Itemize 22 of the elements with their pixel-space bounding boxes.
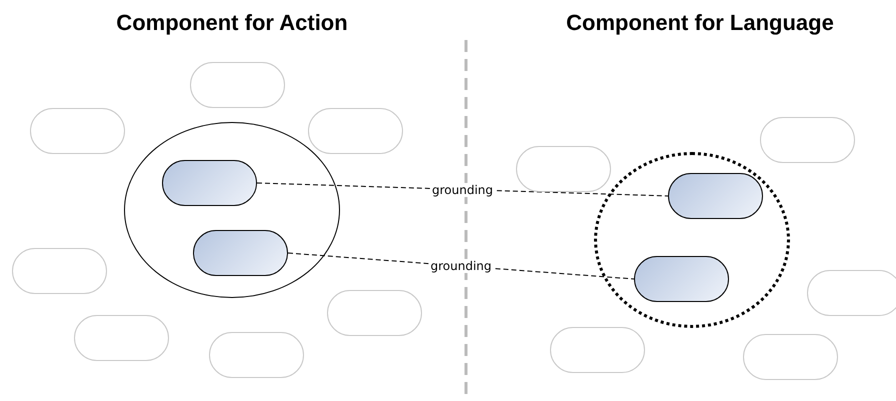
heading: Component for Action — [116, 10, 348, 36]
highlighted-node — [668, 173, 763, 219]
empty-node — [190, 62, 285, 108]
grouping-ellipse — [124, 122, 340, 298]
highlighted-node — [634, 256, 729, 302]
empty-node — [30, 108, 125, 154]
highlighted-node — [193, 230, 288, 276]
empty-node — [550, 327, 645, 373]
empty-node — [308, 108, 403, 154]
edge-label: grounding — [428, 259, 494, 273]
edge-label: grounding — [430, 182, 495, 196]
empty-node — [807, 270, 896, 316]
empty-node — [760, 117, 855, 163]
heading: Component for Language — [566, 10, 834, 36]
empty-node — [209, 332, 304, 378]
highlighted-node — [162, 160, 257, 206]
empty-node — [74, 315, 169, 361]
empty-node — [516, 146, 611, 192]
dotted-grouping-ellipse — [594, 152, 790, 328]
empty-node — [12, 248, 107, 294]
empty-node — [327, 290, 422, 336]
empty-node — [743, 334, 838, 380]
